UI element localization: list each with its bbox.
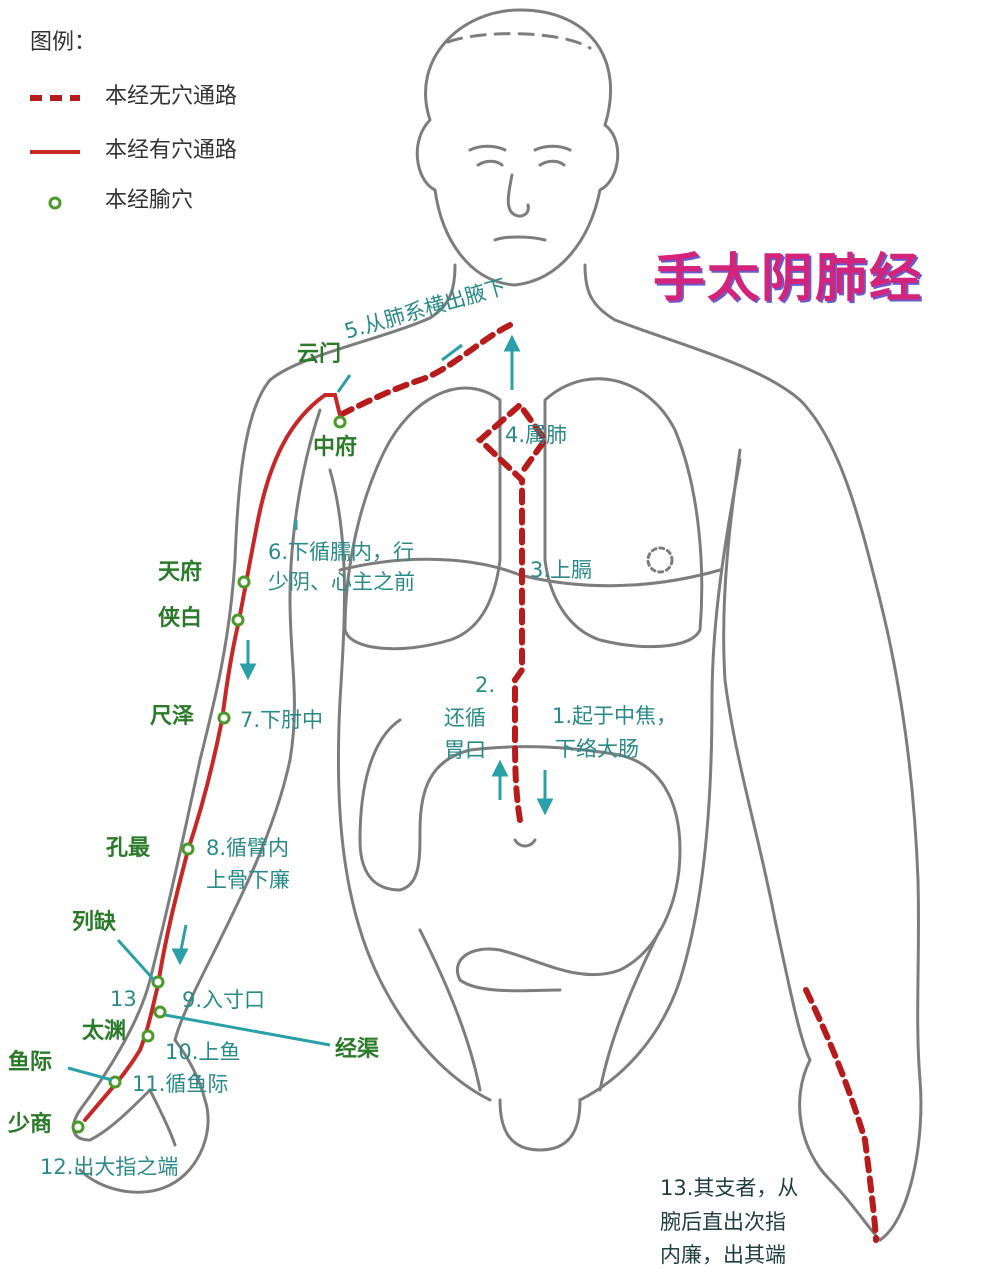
leader-lines [67,374,352,1082]
acupoint-chize [217,711,231,725]
step-13-line1: 13.其支者，从 [660,1176,799,1200]
step-1-line1: 1.起于中焦， [552,704,678,728]
acupoints [71,415,347,1134]
legend-solid-label: 本经有穴通路 [105,138,238,163]
acupoint-kongzui [181,842,195,856]
step-6-line1: 6.下循臑内，行 [268,540,415,564]
acupoint-zhongfu [333,415,347,429]
step-2-line2: 胃口 [444,738,486,762]
acupoint-yuji [108,1075,122,1089]
step-1-line2: 下络大肠 [555,737,639,761]
label-jingqu: 经渠 [335,1037,380,1062]
step-11: 11.循鱼际 [132,1072,229,1096]
legend-dashed-label: 本经无穴通路 [105,84,238,109]
acupoint-jingqu [153,1005,167,1019]
label-tianfu: 天府 [158,560,203,585]
label-xiabai: 侠白 [158,606,203,631]
label-shaoshang: 少商 [8,1112,53,1137]
step-6-line2: 少阴、心主之前 [268,570,415,594]
legend-heading: 图例： [30,30,97,55]
step-7: 7.下肘中 [240,708,324,732]
label-yuji: 鱼际 [8,1050,53,1075]
label-lieque: 列缺 [72,910,117,935]
legend-point-label: 本经腧穴 [105,188,194,213]
legend-graphics [30,95,80,210]
acupoint-xiabai [231,613,245,627]
step-2-num: 2. [475,673,496,697]
legend-point-icon [48,196,62,210]
diagram-title: 手太阴肺经 [653,249,924,309]
step-8-line2: 上骨下廉 [206,868,290,892]
dashed-pathway [337,322,879,1243]
step-10: 10.上鱼 [165,1040,241,1064]
step-2-line1: 还循 [444,706,486,730]
direction-arrows [171,334,554,966]
step-3: 3.上膈 [530,558,593,582]
label-yunmen: 云门 [297,342,342,367]
step-8-line1: 8.循臂内 [206,836,290,860]
label-13: 13 [110,987,137,1011]
label-chize: 尺泽 [150,704,195,729]
acupoint-lieque [151,975,165,989]
step-9: 9.入寸口 [182,988,266,1012]
step-4: 4.属肺 [505,423,568,447]
label-zhongfu: 中府 [313,435,358,460]
acupoint-shaoshang [71,1120,85,1134]
body-outline [71,8,923,1242]
acupoint-taiyuan [141,1029,155,1043]
label-taiyuan: 太渊 [82,1019,127,1044]
label-kongzui: 孔最 [106,836,151,861]
step-13-line3: 内廉，出其端 [660,1243,786,1267]
step-13-line2: 腕后直出次指 [660,1210,786,1234]
step-12: 12.出大指之端 [40,1155,179,1179]
acupoint-tianfu [237,575,251,589]
